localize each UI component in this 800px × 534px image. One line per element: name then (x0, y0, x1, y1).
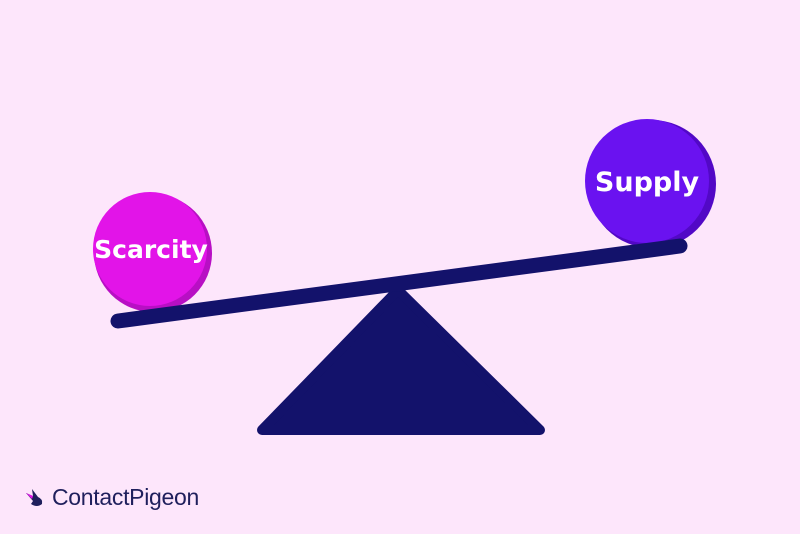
supply-label: Supply (595, 167, 700, 198)
fulcrum (257, 285, 545, 435)
scarcity-label: Scarcity (94, 235, 208, 264)
seesaw-beam (110, 238, 688, 329)
pigeon-icon (26, 488, 43, 506)
supply-ball: Supply (585, 119, 716, 248)
brand-logo: ContactPigeon (24, 484, 199, 511)
brand-name: ContactPigeon (52, 484, 199, 510)
scarcity-ball: Scarcity (93, 192, 212, 312)
